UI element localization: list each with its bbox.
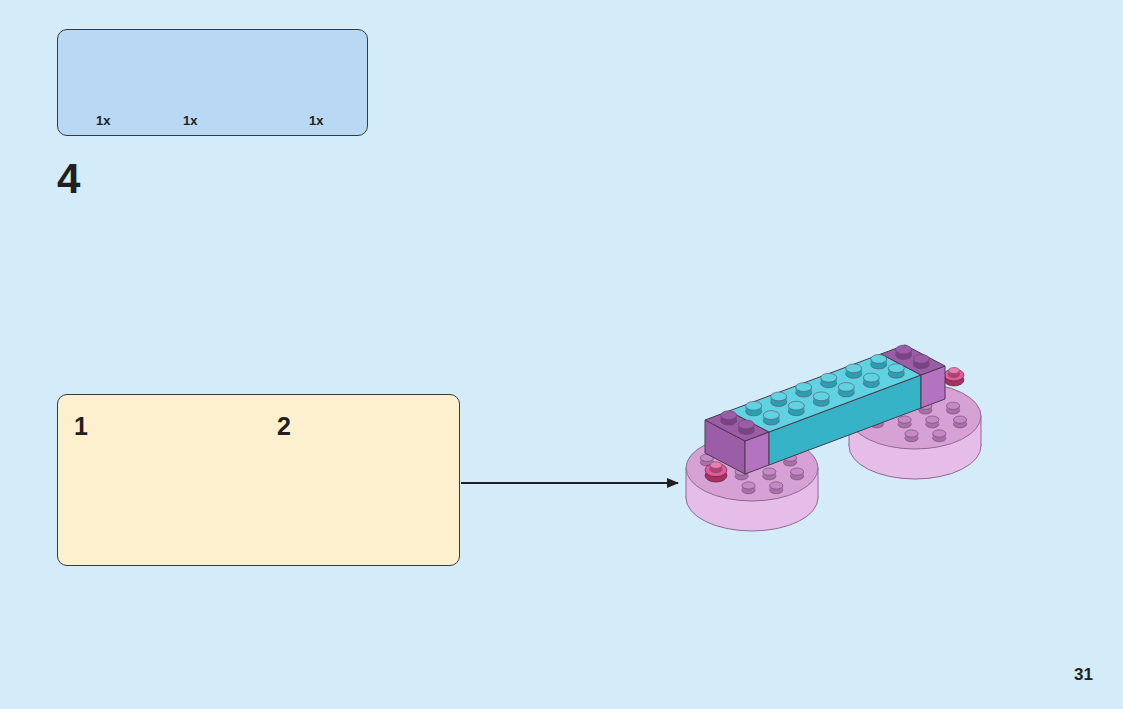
stud xyxy=(790,468,803,475)
stud xyxy=(710,462,722,469)
stud xyxy=(838,383,854,392)
step-number: 4 xyxy=(57,158,80,200)
stud xyxy=(788,401,804,410)
stud xyxy=(796,383,812,392)
stud xyxy=(821,373,837,382)
stud xyxy=(949,367,960,373)
substep-box: 12 xyxy=(57,394,460,566)
stud xyxy=(913,354,929,363)
stud xyxy=(742,482,755,489)
stud xyxy=(863,373,879,382)
part-quantity: 1x xyxy=(183,114,197,127)
stud xyxy=(746,401,762,410)
stud xyxy=(738,420,754,429)
parts-box: 1x 1x 1x xyxy=(57,29,368,136)
stud xyxy=(871,355,887,364)
brick-shape xyxy=(729,354,921,432)
stud xyxy=(721,411,737,420)
brick-shape xyxy=(881,345,945,375)
stud xyxy=(953,416,966,423)
stud xyxy=(763,411,779,420)
stud xyxy=(888,364,904,373)
stud xyxy=(933,430,946,437)
stud xyxy=(947,402,960,409)
stud xyxy=(898,416,911,423)
stud xyxy=(905,430,918,437)
stud xyxy=(771,392,787,401)
stud xyxy=(926,416,939,423)
stud xyxy=(813,392,829,401)
stud xyxy=(896,345,912,354)
page-number: 31 xyxy=(1074,666,1093,683)
stud xyxy=(770,482,783,489)
part-quantity: 1x xyxy=(309,114,323,127)
substep-number: 2 xyxy=(277,414,291,439)
step-arrow xyxy=(461,482,678,484)
part-quantity: 1x xyxy=(96,114,110,127)
substep-number: 1 xyxy=(74,414,88,439)
stud xyxy=(846,364,862,373)
stud xyxy=(763,468,776,475)
